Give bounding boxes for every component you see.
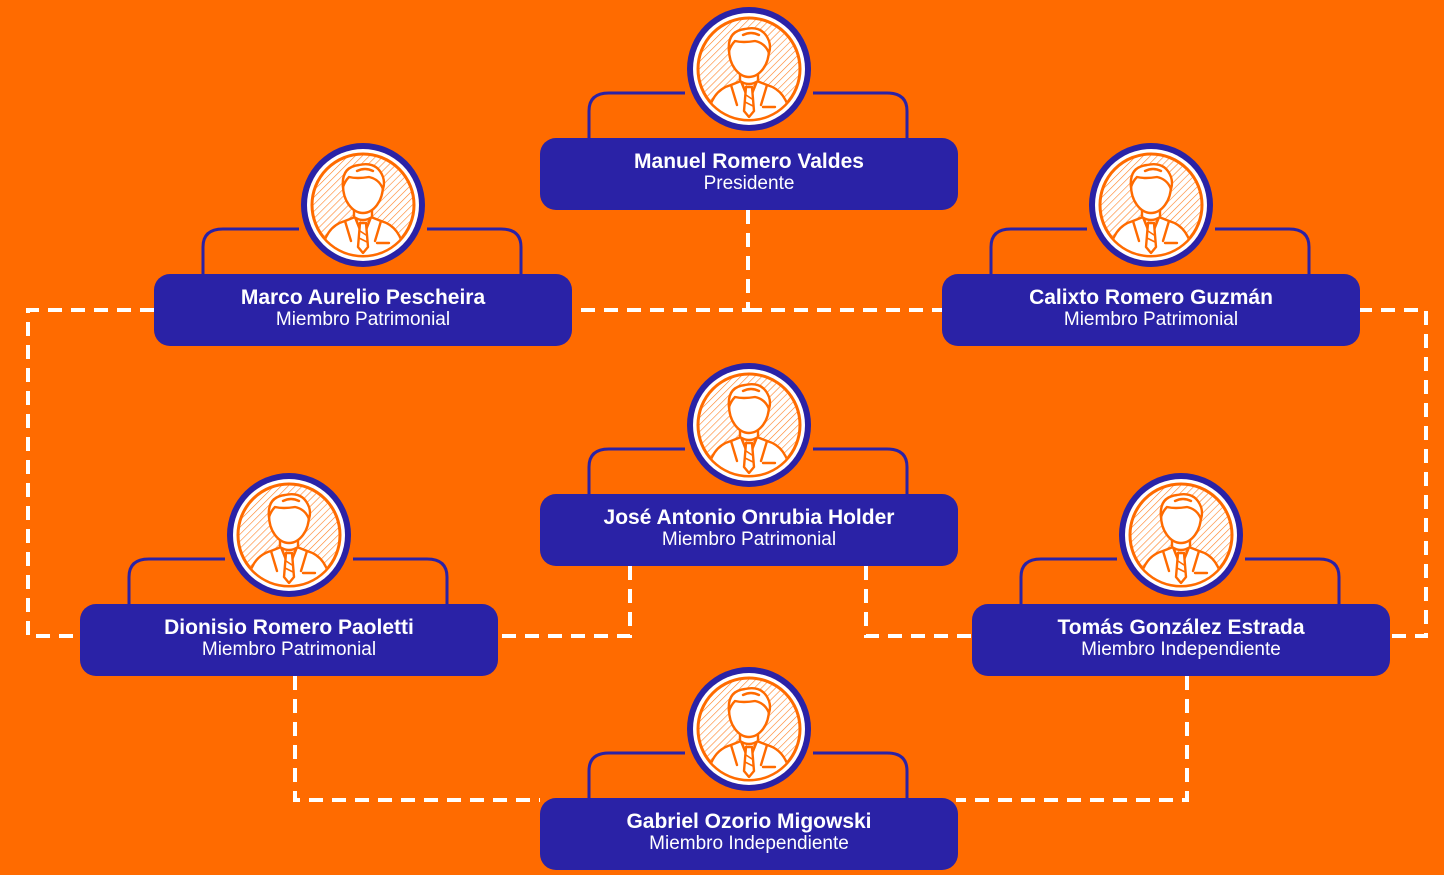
name-card: Manuel Romero Valdes Presidente bbox=[540, 138, 958, 210]
member-card-dionisio-romero-paoletti: Dionisio Romero Paoletti Miembro Patrimo… bbox=[80, 471, 500, 681]
member-role: Miembro Patrimonial bbox=[275, 309, 451, 330]
name-card: Gabriel Ozorio Migowski Miembro Independ… bbox=[540, 798, 958, 870]
connector-center-left bbox=[498, 566, 632, 638]
connector-left-loop bbox=[26, 308, 154, 638]
member-name: Marco Aurelio Pescheira bbox=[240, 286, 486, 309]
member-name: Tomás González Estrada bbox=[1057, 616, 1305, 639]
member-card-calixto-romero-guzman: Calixto Romero Guzmán Miembro Patrimonia… bbox=[942, 141, 1362, 351]
member-card-marco-aurelio-pescheira: Marco Aurelio Pescheira Miembro Patrimon… bbox=[154, 141, 574, 351]
connector-right-loop bbox=[1358, 308, 1428, 638]
member-name: Calixto Romero Guzmán bbox=[1029, 286, 1273, 309]
member-card-tomas-gonzalez-estrada: Tomás González Estrada Miembro Independi… bbox=[972, 471, 1392, 681]
member-name: Manuel Romero Valdes bbox=[634, 150, 864, 173]
member-name: Dionisio Romero Paoletti bbox=[164, 616, 414, 639]
avatar-bracket bbox=[1019, 557, 1341, 607]
name-card: Calixto Romero Guzmán Miembro Patrimonia… bbox=[942, 274, 1360, 346]
connector-center-right bbox=[864, 566, 972, 638]
avatar-bracket bbox=[587, 447, 909, 497]
avatar-bracket bbox=[127, 557, 449, 607]
member-role: Miembro Patrimonial bbox=[1063, 309, 1239, 330]
avatar-bracket bbox=[587, 751, 909, 801]
member-card-gabriel-ozorio-migowski: Gabriel Ozorio Migowski Miembro Independ… bbox=[540, 665, 960, 875]
avatar-bracket bbox=[201, 227, 523, 277]
member-role: Miembro Independiente bbox=[649, 833, 849, 854]
member-role: Presidente bbox=[703, 173, 795, 194]
member-card-manuel-romero-valdes: Manuel Romero Valdes Presidente bbox=[540, 5, 960, 215]
member-name: José Antonio Onrubia Holder bbox=[603, 506, 895, 529]
member-name: Gabriel Ozorio Migowski bbox=[626, 810, 872, 833]
member-role: Miembro Patrimonial bbox=[201, 639, 377, 660]
connector-bottom-right bbox=[956, 676, 1189, 802]
name-card: Tomás González Estrada Miembro Independi… bbox=[972, 604, 1390, 676]
connector-bottom-left bbox=[293, 676, 540, 802]
avatar-bracket bbox=[989, 227, 1311, 277]
member-card-jose-antonio-onrubia-holder: José Antonio Onrubia Holder Miembro Patr… bbox=[540, 361, 960, 571]
name-card: José Antonio Onrubia Holder Miembro Patr… bbox=[540, 494, 958, 566]
name-card: Marco Aurelio Pescheira Miembro Patrimon… bbox=[154, 274, 572, 346]
member-role: Miembro Independiente bbox=[1081, 639, 1281, 660]
connector-president bbox=[572, 210, 942, 312]
avatar-bracket bbox=[587, 91, 909, 141]
name-card: Dionisio Romero Paoletti Miembro Patrimo… bbox=[80, 604, 498, 676]
member-role: Miembro Patrimonial bbox=[661, 529, 837, 550]
